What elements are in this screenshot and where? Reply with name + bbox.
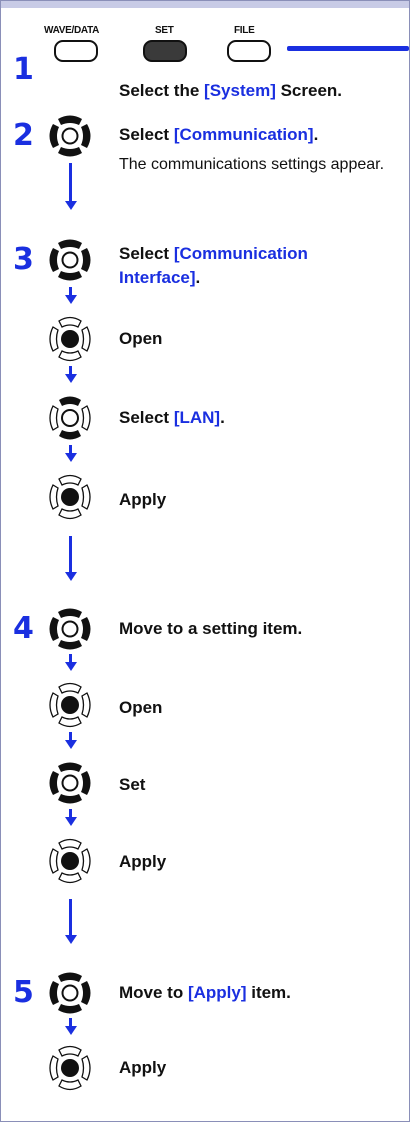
flow-arrow-head [64,662,77,671]
cursor-keys-left-right-icon [49,239,91,281]
flow-arrow [69,366,72,376]
step-3-action-apply: Apply [119,490,167,509]
step-4-action-open: Open [119,698,163,717]
flow-arrow-head [64,295,77,304]
step-2-action: Select [Communication]. [119,125,319,144]
enter-key-icon [49,474,91,520]
cursor-keys-left-right-icon [49,762,91,804]
enter-key-icon [49,316,91,362]
set-key-label: SET [155,25,174,36]
flow-arrow-head [64,453,77,462]
flow-arrow-head [64,740,77,749]
step-number-1: 1 [13,52,34,87]
wave-data-key[interactable] [54,40,98,62]
step-3-action-select-lan: Select [LAN]. [119,408,225,427]
wave-data-key-label: WAVE/DATA [44,25,100,36]
flow-arrow-head [64,201,77,210]
flow-arrow [69,654,72,664]
top-frame [1,1,409,8]
flow-arrow [69,536,72,574]
flow-arrow-head [64,572,77,581]
flow-arrow [69,899,72,937]
set-key[interactable] [143,40,187,62]
flow-arrow [69,809,72,819]
flow-arrow-head [64,935,77,944]
step-1-action: Select the [System] Screen. [119,81,343,100]
cursor-keys-left-right-icon [49,608,91,650]
step-number-4: 4 [13,611,34,646]
enter-key-icon [49,682,91,728]
step-number-2: 2 [13,118,34,153]
step-3-action-line-1: Select [Communication [119,244,308,263]
step-4-action-move: Move to a setting item. [119,619,303,638]
flow-arrow [69,732,72,742]
up-down-keys-icon [49,396,91,440]
flow-arrow-head [64,817,77,826]
flow-arrow-head [64,374,77,383]
step-2-description: The communications settings appear. [119,156,385,173]
flow-arrow [69,1018,72,1028]
cursor-keys-left-right-icon [49,972,91,1014]
step-number-3: 3 [13,242,34,277]
step-4-action-apply: Apply [119,852,167,871]
step-3-action-open: Open [119,329,163,348]
flow-arrow [69,287,72,297]
step-5-action-apply: Apply [119,1058,167,1077]
file-key-label: FILE [234,25,255,36]
step-4-action-set: Set [119,775,146,794]
enter-key-icon [49,838,91,884]
flow-arrow [69,445,72,455]
key-indicator-line [287,46,409,51]
step-number-5: 5 [13,975,34,1010]
enter-key-icon [49,1045,91,1091]
cursor-keys-left-right-icon [49,115,91,157]
file-key[interactable] [227,40,271,62]
flow-arrow [69,163,72,203]
step-5-action-move: Move to [Apply] item. [119,983,291,1002]
flow-arrow-head [64,1026,77,1035]
step-3-action-line-2: Interface]. [119,268,201,287]
